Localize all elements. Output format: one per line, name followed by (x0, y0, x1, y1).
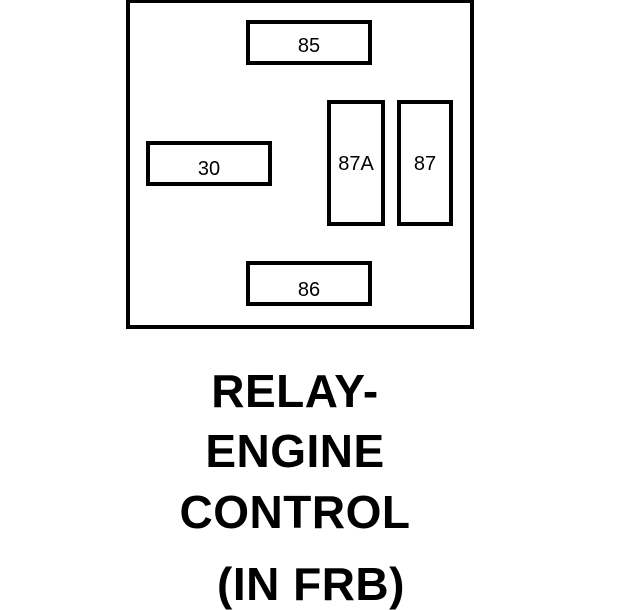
terminal-87a-label: 87A (338, 153, 374, 175)
terminal-30: 30 (146, 141, 272, 186)
terminal-86: 86 (246, 261, 372, 306)
terminal-85-label: 85 (297, 34, 321, 57)
terminal-87: 87 (397, 100, 453, 226)
relay-outline (126, 0, 474, 329)
caption-line-1: RELAY- (211, 365, 379, 417)
terminal-87a: 87A (327, 100, 385, 226)
caption-line-3: CONTROL (179, 486, 411, 538)
terminal-85: 85 (246, 20, 372, 65)
terminal-86-label: 86 (297, 278, 321, 301)
caption-line-4: (IN FRB) (217, 558, 405, 610)
caption-line-2: ENGINE (205, 425, 385, 477)
terminal-30-label: 30 (197, 157, 221, 180)
terminal-87-label: 87 (413, 153, 437, 175)
